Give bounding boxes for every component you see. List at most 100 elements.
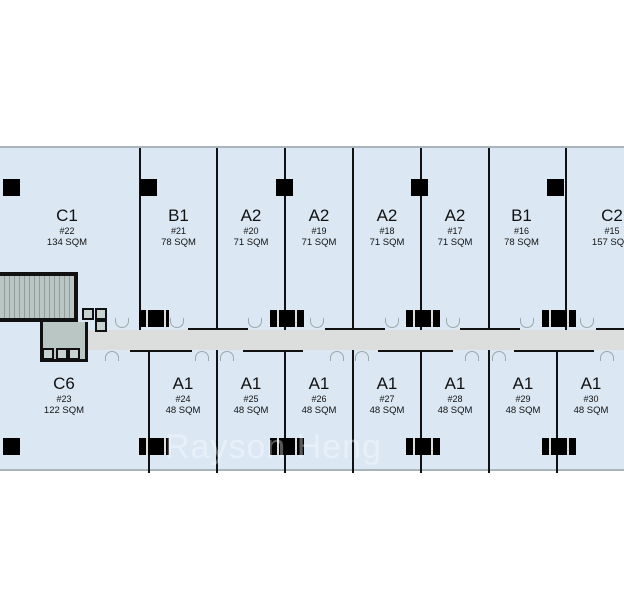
unit-number: #30 bbox=[583, 394, 599, 404]
column bbox=[406, 310, 440, 327]
wall bbox=[556, 350, 558, 473]
unit-number: #22 bbox=[59, 226, 75, 236]
column bbox=[270, 438, 304, 455]
door bbox=[465, 351, 479, 361]
wall bbox=[130, 350, 192, 352]
wall bbox=[420, 148, 422, 330]
unit-type: A1 bbox=[240, 374, 262, 393]
unit-area: 71 SQM bbox=[369, 237, 405, 248]
unit-type: B1 bbox=[511, 206, 532, 225]
unit-type: A1 bbox=[444, 374, 466, 393]
column bbox=[3, 438, 20, 455]
column bbox=[406, 438, 440, 455]
unit-number: #29 bbox=[515, 394, 531, 404]
unit-number: #19 bbox=[311, 226, 327, 236]
door bbox=[330, 351, 344, 361]
unit-area: 134 SQM bbox=[46, 237, 88, 248]
unit-number: #16 bbox=[513, 226, 530, 236]
unit-type: A2 bbox=[240, 206, 262, 225]
unit-area: 78 SQM bbox=[161, 237, 196, 248]
wall bbox=[284, 148, 286, 330]
unit-area: 157 SQM bbox=[591, 237, 624, 248]
wall bbox=[148, 350, 150, 473]
unit-number: #23 bbox=[56, 394, 72, 404]
service-shaft bbox=[56, 348, 68, 360]
unit-type: A1 bbox=[512, 374, 534, 393]
unit-type: C2 bbox=[601, 206, 623, 225]
service-shaft bbox=[95, 308, 107, 320]
unit-type: C1 bbox=[56, 206, 78, 225]
unit-type: A2 bbox=[444, 206, 466, 225]
unit-number: #18 bbox=[379, 226, 395, 236]
column bbox=[411, 179, 428, 196]
unit-area: 78 SQM bbox=[504, 237, 539, 248]
wall bbox=[420, 350, 422, 473]
door bbox=[115, 318, 129, 328]
service-shaft bbox=[42, 348, 54, 360]
door bbox=[105, 351, 119, 361]
wall bbox=[378, 350, 453, 352]
unit-area: 122 SQM bbox=[43, 405, 85, 416]
unit-type: A1 bbox=[376, 374, 398, 393]
door bbox=[580, 318, 594, 328]
column bbox=[3, 179, 20, 196]
unit-number: #26 bbox=[311, 394, 327, 404]
wall bbox=[352, 350, 354, 473]
unit-area: 48 SQM bbox=[233, 405, 269, 416]
column bbox=[542, 310, 576, 327]
door bbox=[492, 351, 506, 361]
wall bbox=[488, 350, 490, 473]
unit-type: A1 bbox=[580, 374, 602, 393]
door bbox=[220, 351, 234, 361]
unit-number: #28 bbox=[447, 394, 463, 404]
wall bbox=[488, 148, 490, 330]
unit-area: 71 SQM bbox=[437, 237, 473, 248]
door bbox=[385, 318, 399, 328]
column bbox=[139, 310, 169, 327]
wall bbox=[243, 350, 303, 352]
wall bbox=[139, 148, 141, 330]
unit-area: 48 SQM bbox=[505, 405, 541, 416]
unit-number: #25 bbox=[243, 394, 259, 404]
door bbox=[170, 318, 184, 328]
unit-number: #27 bbox=[379, 394, 395, 404]
corridor bbox=[82, 330, 624, 350]
door bbox=[520, 318, 534, 328]
column bbox=[140, 179, 157, 196]
unit-area: 71 SQM bbox=[233, 237, 269, 248]
unit-area: 71 SQM bbox=[301, 237, 337, 248]
unit-number: #15 bbox=[604, 226, 620, 236]
unit-area: 48 SQM bbox=[573, 405, 609, 416]
door bbox=[310, 318, 324, 328]
unit-type: C6 bbox=[53, 374, 75, 393]
unit-number: #24 bbox=[175, 394, 191, 404]
wall bbox=[188, 328, 248, 330]
unit-area: 48 SQM bbox=[301, 405, 337, 416]
column bbox=[139, 438, 169, 455]
wall bbox=[352, 148, 354, 330]
wall bbox=[325, 328, 385, 330]
watermark: Rayson Heng bbox=[165, 428, 383, 466]
wall bbox=[216, 148, 218, 330]
unit-area: 48 SQM bbox=[369, 405, 405, 416]
unit-area: 48 SQM bbox=[437, 405, 473, 416]
unit-area: 48 SQM bbox=[165, 405, 201, 416]
service-shaft bbox=[82, 308, 94, 320]
